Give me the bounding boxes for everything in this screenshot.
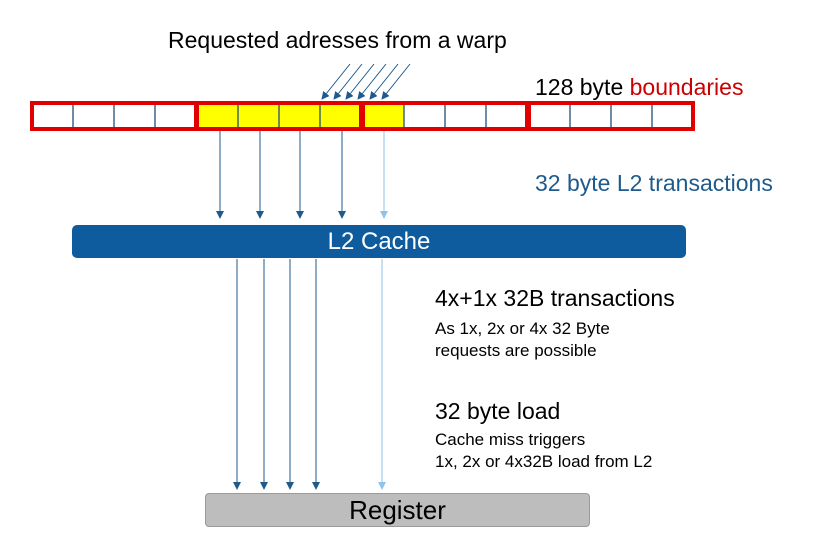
- boundary-label-prefix: 128 byte: [535, 74, 624, 100]
- memory-cell-highlighted: [197, 103, 238, 129]
- l2-transaction-arrows: [216, 131, 388, 219]
- l2-transactions-label: 32 byte L2 transactions: [535, 170, 773, 196]
- register-box: Register: [205, 493, 590, 527]
- memory-cell: [611, 103, 652, 129]
- load-note-line: Cache miss triggers: [435, 430, 586, 449]
- load-arrows: [233, 259, 386, 490]
- transactions-note-line: requests are possible: [435, 341, 597, 360]
- l2-cache-box: L2 Cache: [72, 225, 686, 258]
- segment-3: [527, 101, 695, 131]
- memory-cell-highlighted: [363, 103, 404, 129]
- warp-request-title: Requested adresses from a warp: [168, 27, 507, 53]
- boundary-label: 128 byte boundaries: [535, 74, 743, 101]
- memory-cell: [404, 103, 445, 129]
- cell-dividers: [72, 103, 653, 129]
- memory-cell: [529, 103, 570, 129]
- memory-cell: [32, 103, 73, 129]
- memory-cell: [155, 103, 196, 129]
- memory-cell-highlighted: [320, 103, 361, 129]
- memory-cell: [486, 103, 527, 129]
- warp-request-arrows: [321, 63, 411, 100]
- memory-cell: [570, 103, 611, 129]
- memory-cell: [445, 103, 486, 129]
- memory-cell: [114, 103, 155, 129]
- boundary-label-highlight: boundaries: [629, 74, 744, 100]
- memory-cell-highlighted: [279, 103, 320, 129]
- transactions-note-line: As 1x, 2x or 4x 32 Byte: [435, 319, 610, 338]
- memory-cells: [32, 103, 693, 129]
- load-note-line: 1x, 2x or 4x32B load from L2: [435, 452, 653, 471]
- load-heading: 32 byte load: [435, 398, 561, 424]
- memory-cell: [73, 103, 114, 129]
- segment-borders: [30, 101, 695, 131]
- memory-cell-highlighted: [238, 103, 279, 129]
- transactions-heading: 4x+1x 32B transactions: [435, 285, 675, 311]
- memory-cell: [652, 103, 693, 129]
